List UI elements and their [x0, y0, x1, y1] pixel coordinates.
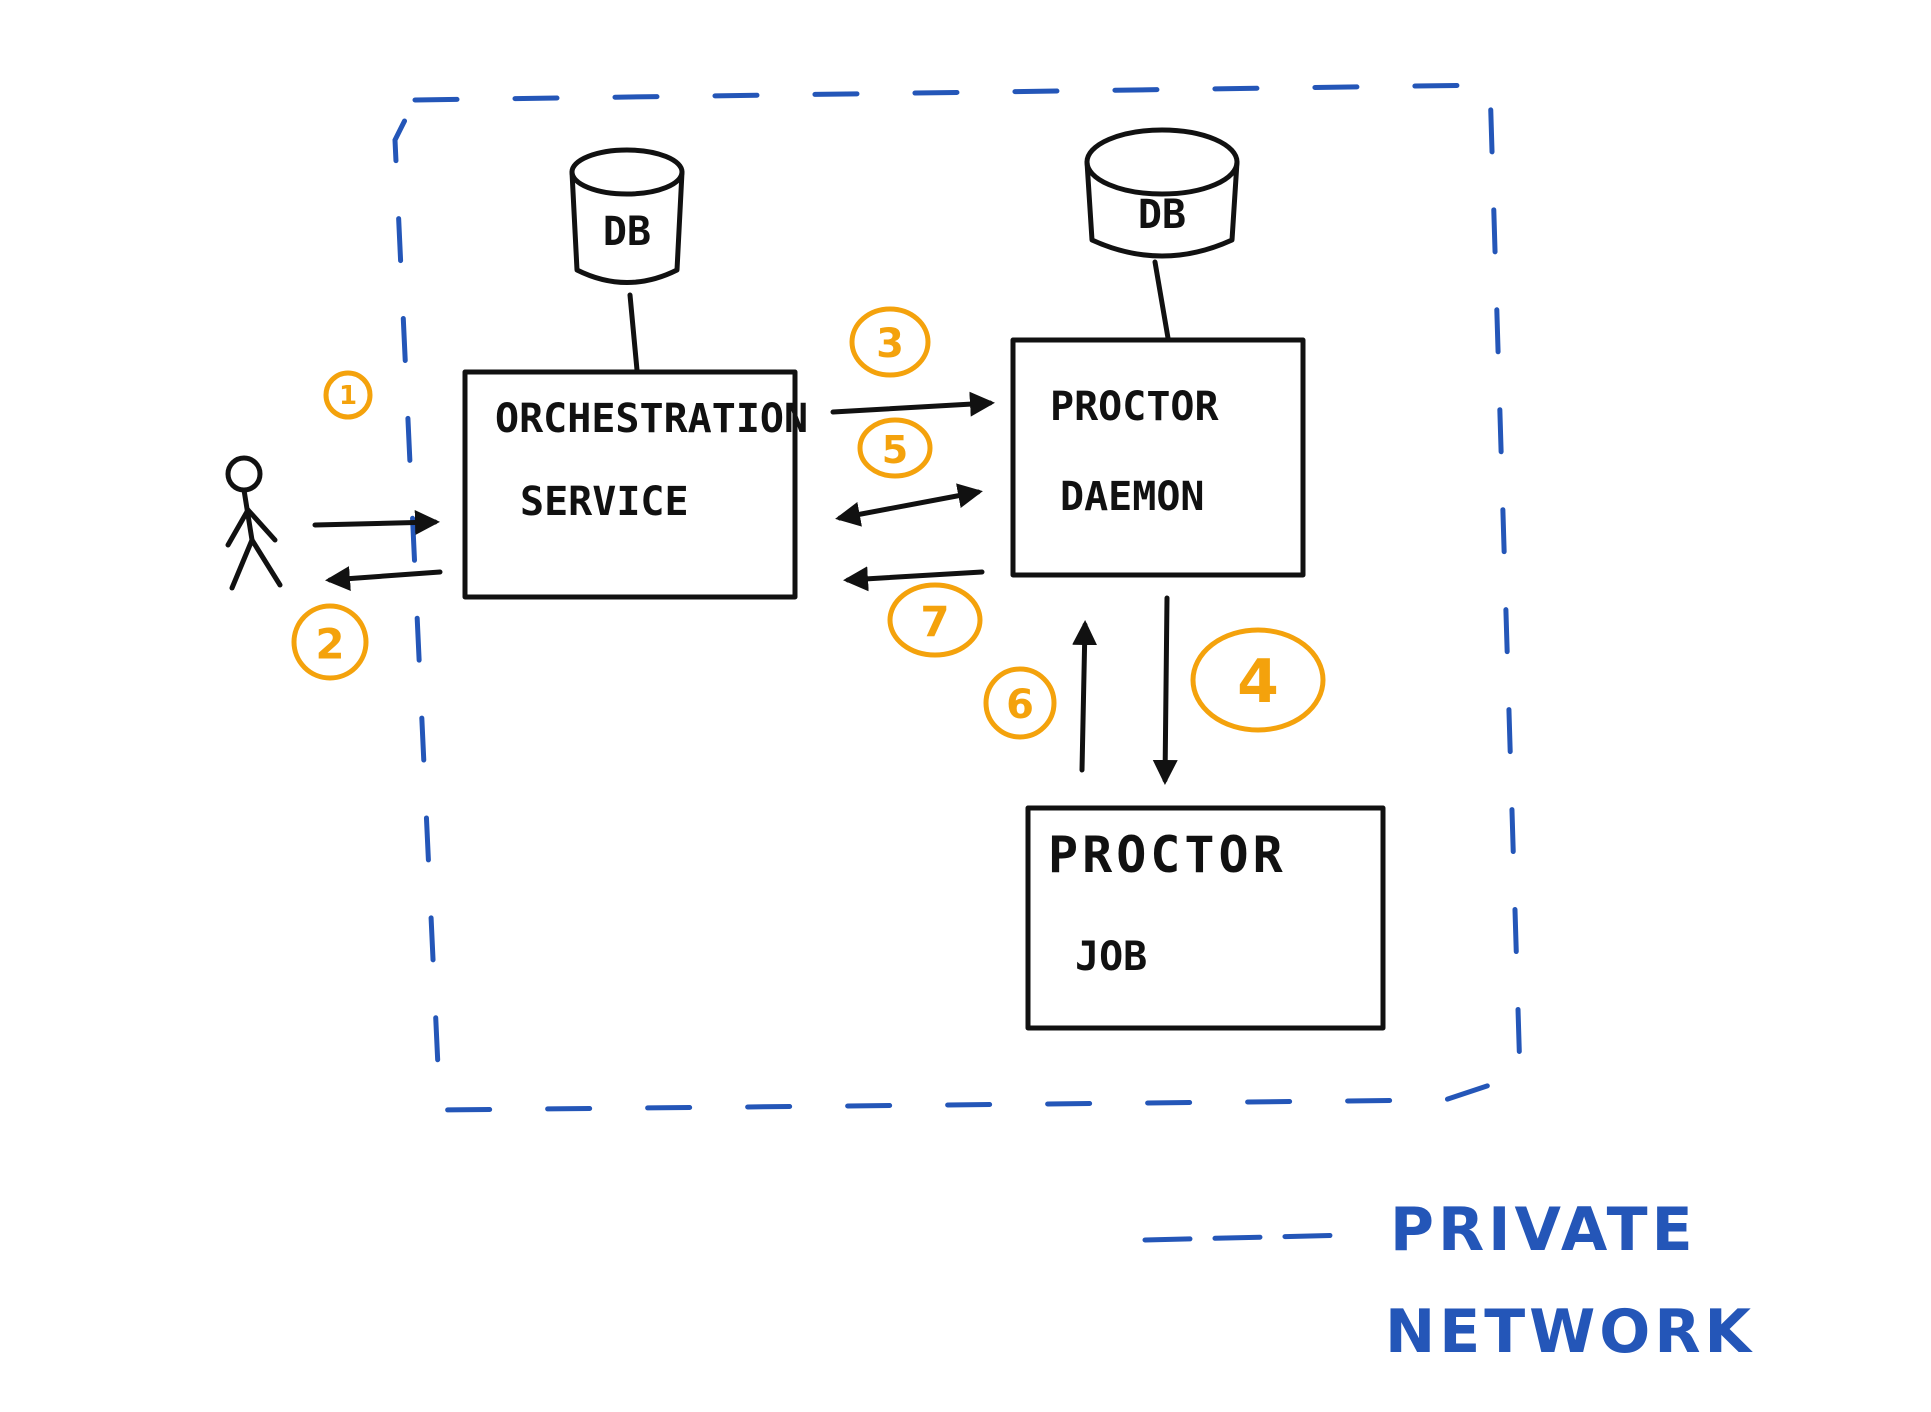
- orchestration-service-box: ORCHESTRATION SERVICE: [462, 369, 808, 600]
- step-5-number: 5: [882, 428, 908, 472]
- step-2-marker: 2: [291, 603, 369, 681]
- proctor-job-label-1: PROCTOR: [1048, 826, 1287, 884]
- step-6-marker: 6: [983, 666, 1057, 740]
- arrow-orchestration-to-user: [325, 566, 443, 592]
- db-daemon: DB: [1084, 127, 1240, 259]
- legend-label-1: PRIVATE: [1390, 1195, 1697, 1265]
- step-5-marker: 5: [857, 417, 933, 479]
- arrow-user-to-orchestration: [312, 510, 440, 535]
- step-7-marker: 7: [887, 582, 983, 658]
- step-1-number: 1: [339, 381, 357, 411]
- step-3-number: 3: [876, 321, 904, 367]
- proctor-daemon-label-2: DAEMON: [1060, 474, 1205, 520]
- orchestration-service-label-1: ORCHESTRATION: [495, 396, 808, 442]
- arrow-orchestration-to-daemon: [830, 391, 995, 417]
- step-6-number: 6: [1006, 682, 1034, 728]
- db-orchestration: DB: [569, 147, 685, 285]
- db-orchestration-label: DB: [603, 209, 651, 255]
- db-daemon-label: DB: [1138, 192, 1186, 238]
- legend-label-2: NETWORK: [1385, 1297, 1755, 1367]
- step-3-marker: 3: [849, 306, 931, 378]
- proctor-job-box: PROCTOR JOB: [1025, 805, 1386, 1031]
- step-2-number: 2: [315, 620, 344, 669]
- step-1-marker: 1: [323, 370, 373, 420]
- orchestration-service-label-2: SERVICE: [520, 479, 689, 525]
- arrow-daemon-orchestration-bidirectional: [835, 483, 983, 527]
- step-4-number: 4: [1237, 647, 1279, 717]
- proctor-job-label-2: JOB: [1075, 934, 1147, 980]
- user-figure: [225, 455, 283, 591]
- arrow-job-to-daemon: [1072, 620, 1098, 773]
- db-orchestration-link: [627, 292, 640, 373]
- arrow-daemon-to-job: [1152, 595, 1178, 785]
- proctor-daemon-label-1: PROCTOR: [1050, 384, 1219, 430]
- legend-dash-sample: [1142, 1232, 1353, 1243]
- proctor-daemon-box: PROCTOR DAEMON: [1010, 337, 1306, 578]
- db-daemon-link: [1152, 259, 1171, 341]
- step-4-marker: 4: [1190, 627, 1326, 733]
- step-7-number: 7: [920, 598, 949, 647]
- private-network-boundary: [392, 82, 1523, 1113]
- legend: PRIVATE NETWORK: [1142, 1195, 1755, 1367]
- arrow-daemon-to-orchestration: [843, 566, 985, 592]
